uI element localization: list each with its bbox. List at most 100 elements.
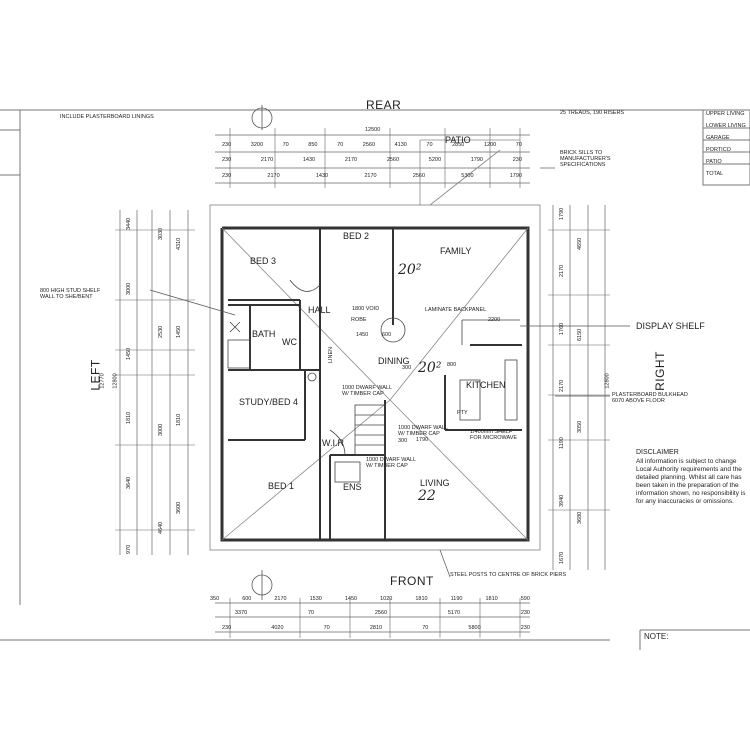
legend-item: TOTAL bbox=[706, 171, 724, 177]
dimension-value: 1810 bbox=[176, 413, 182, 426]
dimension-value: 3680 bbox=[577, 511, 583, 524]
dimension-value: 2560 bbox=[386, 157, 400, 163]
dimension-value: 3030 bbox=[158, 227, 164, 240]
dim-interior: 600 bbox=[382, 332, 392, 338]
dimension-value: 1790 bbox=[509, 173, 522, 179]
room-wc: WC bbox=[282, 337, 297, 347]
microwave-shelf-note: 1/400mm SHELF FOR MICROWAVE bbox=[470, 429, 518, 441]
room-wir: W.I.R bbox=[322, 438, 344, 448]
dimension-value: 4650 bbox=[577, 237, 583, 250]
dimension-value: 3600 bbox=[176, 501, 182, 514]
dimension-value: 970 bbox=[126, 544, 132, 554]
dimension-value: 1810 bbox=[485, 596, 498, 602]
dim-top-total: 12500 bbox=[365, 127, 381, 133]
room-living: LIVING bbox=[420, 478, 450, 488]
dimension-value: 70 bbox=[307, 610, 315, 616]
dim-left-total: 12770 bbox=[99, 373, 106, 389]
dimension-value: 230 bbox=[222, 625, 232, 631]
dimension-value: 1450 bbox=[126, 347, 132, 360]
room-kitchen: KITCHEN bbox=[466, 380, 506, 390]
dimension-value: 1790 bbox=[559, 207, 565, 220]
dimension-value: 2170 bbox=[274, 596, 287, 602]
dimension-value: 3440 bbox=[126, 217, 132, 230]
dim-left-col1: 3440 3000 1450 1810 3640 970 bbox=[122, 218, 136, 554]
dimension-value: 1430 bbox=[315, 173, 329, 179]
dim-interior: 300 bbox=[398, 438, 408, 444]
dimension-value: 590 bbox=[520, 596, 530, 602]
disclaimer-title: DISCLAIMER bbox=[636, 449, 679, 456]
dimension-value: 1020 bbox=[380, 596, 393, 602]
stud-shelf-note: 800 HIGH STUD SHELF WALL TO SHE/BENT bbox=[40, 288, 101, 300]
room-pty: PTY bbox=[457, 410, 468, 416]
dim-interior: 300 bbox=[402, 365, 412, 371]
dimension-value: 4130 bbox=[394, 142, 407, 148]
room-linen: LINEN bbox=[328, 346, 335, 364]
room-robe: ROBE bbox=[351, 317, 367, 323]
dimension-value: 2560 bbox=[362, 142, 376, 148]
dim-right-total: 12800 bbox=[604, 373, 611, 389]
rear-lining-note: INCLUDE PLASTERBOARD LININGS bbox=[60, 114, 154, 120]
dimension-value: 2170 bbox=[267, 173, 280, 179]
dim-interior: 2200 bbox=[488, 317, 501, 323]
legend-item: PATIO bbox=[706, 159, 722, 165]
disclaimer-text: All information is subject to change Loc… bbox=[636, 458, 746, 505]
dim-right-col2: 4650 6150 3050 3680 bbox=[573, 238, 587, 524]
dimension-value: 230 bbox=[520, 625, 530, 631]
dim-interior: 1800 VOID bbox=[352, 306, 380, 312]
handwritten-note-3: 22 bbox=[418, 488, 436, 504]
legend-item: GARAGE bbox=[706, 135, 730, 141]
dimension-value: 70 bbox=[337, 142, 344, 148]
room-study: STUDY/BED 4 bbox=[239, 397, 299, 407]
dimension-value: 230 bbox=[222, 173, 232, 179]
dimension-value: 2170 bbox=[344, 157, 358, 163]
dim-interior: 1790 bbox=[416, 437, 429, 443]
dimension-value: 230 bbox=[222, 157, 232, 163]
dimension-value: 1760 bbox=[559, 322, 565, 335]
dim-interior: 800 bbox=[447, 362, 457, 368]
dimension-value: 3050 bbox=[577, 420, 583, 433]
dim-left-outer: 12800 bbox=[112, 373, 119, 389]
dimension-value: 1530 bbox=[309, 596, 322, 602]
dimension-value: 1430 bbox=[302, 157, 316, 163]
room-bed3: BED 3 bbox=[250, 256, 277, 266]
dimension-value: 3200 bbox=[250, 142, 264, 148]
dimension-value: 6150 bbox=[577, 329, 583, 342]
dimension-value: 4310 bbox=[176, 237, 182, 250]
right-heading: RIGHT bbox=[652, 351, 667, 391]
bulkhead-note: PLASTERBOARD BULKHEAD 6070 ABOVE FLOOR bbox=[612, 392, 688, 404]
dimension-value: 2810 bbox=[369, 625, 383, 631]
room-family: FAMILY bbox=[440, 246, 472, 256]
dimension-value: 1190 bbox=[559, 437, 565, 450]
dimension-value: 70 bbox=[426, 142, 433, 148]
dimension-value: 3000 bbox=[126, 282, 132, 295]
dimension-value: 2530 bbox=[158, 325, 164, 338]
dimension-value: 2170 bbox=[364, 173, 377, 179]
room-dining: DINING bbox=[378, 356, 410, 366]
dimension-value: 850 bbox=[308, 142, 318, 148]
dimension-value: 2850 bbox=[452, 142, 465, 148]
handwritten-note-1: 20² bbox=[398, 262, 422, 278]
dimension-value: 3370 bbox=[235, 610, 248, 616]
dimension-value: 230 bbox=[222, 142, 232, 148]
room-bed1: BED 1 bbox=[268, 481, 295, 491]
steel-posts-note: STEEL POSTS TO CENTRE OF BRICK PIERS bbox=[450, 572, 567, 578]
laminate-note: LAMINATE BACKPANEL bbox=[425, 307, 487, 313]
dimension-value: 600 bbox=[242, 596, 252, 602]
dimension-value: 70 bbox=[515, 142, 522, 148]
rear-heading: REAR bbox=[366, 98, 402, 112]
dimension-value: 1810 bbox=[126, 412, 132, 425]
dwarf-wall-note-3: 1000 DWARF WALL W/ TIMBER CAP bbox=[398, 425, 449, 437]
dimension-value: 3640 bbox=[126, 476, 132, 490]
dimension-value: 70 bbox=[282, 142, 289, 148]
room-ens: ENS bbox=[343, 482, 362, 492]
dimension-value: 4020 bbox=[271, 625, 284, 631]
note-label: NOTE: bbox=[644, 632, 669, 641]
front-heading: FRONT bbox=[390, 574, 434, 588]
dimension-value: 5170 bbox=[447, 610, 461, 616]
